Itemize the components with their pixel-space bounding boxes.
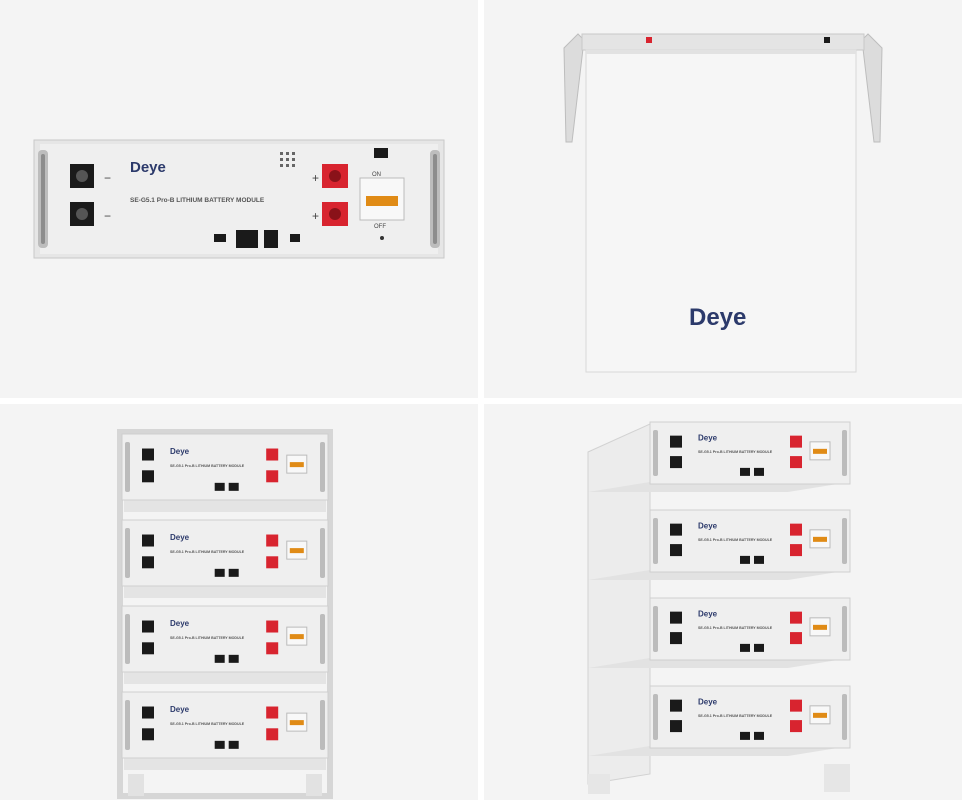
model-label: SE-G5.1 Pro-B LITHIUM BATTERY MODULE	[130, 197, 265, 204]
svg-text:+: +	[312, 171, 319, 185]
positive-terminal	[790, 435, 802, 448]
svg-text:−: −	[104, 209, 111, 223]
negative-terminal	[670, 544, 682, 557]
brand-logo: Deye	[130, 159, 166, 176]
module-model-label: SE-G5.1 Pro-B LITHIUM BATTERY MODULE	[698, 450, 773, 454]
positive-terminal	[790, 699, 802, 712]
negative-terminal	[670, 456, 682, 469]
svg-text:ON: ON	[372, 172, 381, 178]
module-model-label: SE-G5.1 Pro-B LITHIUM BATTERY MODULE	[170, 464, 245, 468]
single-module-illustration: − − Deye SE-G5.1 Pro-B LITHIUM BATTERY M…	[33, 139, 445, 259]
negative-terminal	[142, 728, 154, 741]
negative-terminal	[142, 534, 154, 547]
module-model-label: SE-G5.1 Pro-B LITHIUM BATTERY MODULE	[170, 722, 245, 726]
positive-terminal	[790, 720, 802, 733]
negative-terminal	[670, 699, 682, 712]
wall-cabinet-illustration: Deye	[563, 33, 883, 373]
positive-terminal	[790, 611, 802, 624]
module-brand-logo: Deye	[698, 610, 718, 619]
positive-terminal	[790, 632, 802, 645]
negative-terminal	[670, 611, 682, 624]
module-model-label: SE-G5.1 Pro-B LITHIUM BATTERY MODULE	[698, 714, 773, 718]
module-model-label: SE-G5.1 Pro-B LITHIUM BATTERY MODULE	[698, 626, 773, 630]
positive-terminal	[266, 728, 279, 741]
module-model-label: SE-G5.1 Pro-B LITHIUM BATTERY MODULE	[698, 538, 773, 542]
positive-terminal	[266, 706, 279, 719]
negative-terminal	[670, 523, 682, 536]
module-brand-logo: Deye	[698, 434, 718, 443]
positive-terminal	[266, 642, 279, 655]
svg-text:+: +	[312, 209, 319, 223]
module-brand-logo: Deye	[170, 705, 190, 714]
positive-terminal	[266, 448, 279, 461]
module-model-label: SE-G5.1 Pro-B LITHIUM BATTERY MODULE	[170, 550, 245, 554]
cabinet-body	[585, 49, 857, 373]
module-model-label: SE-G5.1 Pro-B LITHIUM BATTERY MODULE	[170, 636, 245, 640]
module-brand-logo: Deye	[698, 522, 718, 531]
negative-terminal	[142, 556, 154, 569]
module-brand-logo: Deye	[170, 533, 190, 542]
panel-single-module: − − Deye SE-G5.1 Pro-B LITHIUM BATTERY M…	[0, 0, 478, 398]
negative-terminal	[142, 706, 154, 719]
module-brand-logo: Deye	[170, 619, 190, 628]
positive-terminal	[266, 620, 279, 633]
negative-terminal	[142, 620, 154, 633]
positive-terminal	[790, 456, 802, 469]
negative-terminal	[142, 470, 154, 483]
module-brand-logo: Deye	[170, 447, 190, 456]
module-brand-logo: Deye	[698, 698, 718, 707]
svg-text:−: −	[104, 171, 111, 185]
positive-terminal	[266, 534, 279, 547]
positive-terminal	[790, 523, 802, 536]
negative-terminal	[670, 720, 682, 733]
negative-terminal	[142, 448, 154, 461]
svg-text:OFF: OFF	[374, 224, 386, 230]
negative-terminal	[670, 632, 682, 645]
positive-terminal	[266, 556, 279, 569]
positive-terminal	[266, 470, 279, 483]
negative-terminal	[670, 435, 682, 448]
cabinet-brand-logo: Deye	[689, 304, 746, 331]
panel-wall-cabinet: Deye	[484, 0, 962, 398]
positive-terminal	[790, 544, 802, 557]
negative-terminal	[142, 642, 154, 655]
